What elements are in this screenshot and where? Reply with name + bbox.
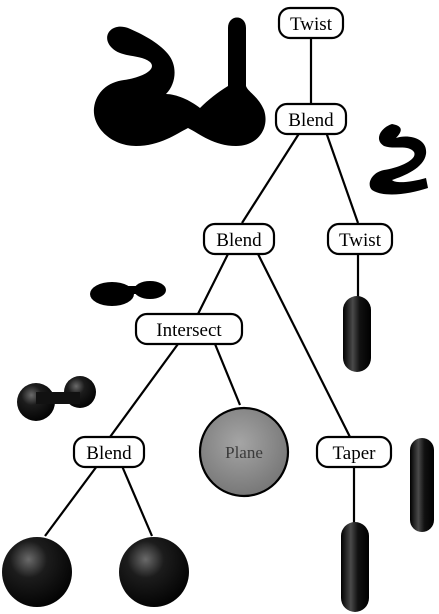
capsule-icon	[343, 296, 371, 372]
node-blend-mid-label: Blend	[216, 230, 262, 251]
node-blend-top: Blend	[274, 102, 348, 136]
edge-intersect-blend	[109, 343, 179, 438]
node-plane: Plane	[198, 406, 290, 498]
node-plane-label: Plane	[225, 443, 263, 462]
node-twist-root-label: Twist	[290, 14, 333, 35]
capsule-icon	[341, 522, 369, 612]
edge-blend-sphere-left	[44, 465, 98, 537]
node-blend-low: Blend	[72, 435, 146, 469]
node-taper-label: Taper	[333, 443, 377, 464]
node-blend-mid: Blend	[202, 222, 276, 256]
node-twist-right-label: Twist	[339, 230, 382, 251]
black-blend-shape-icon	[93, 17, 266, 146]
edge-blend-blend	[241, 131, 301, 224]
node-twist-root: Twist	[277, 6, 345, 40]
edge-blend-twist	[324, 131, 360, 224]
tree-edges	[44, 38, 360, 537]
two-sphere-shape-icon	[17, 376, 96, 421]
edge-intersect-plane	[213, 343, 242, 406]
node-intersect-label: Intersect	[156, 320, 222, 341]
edge-blend-sphere-right	[120, 465, 154, 537]
twisted-s-shape-icon	[369, 124, 428, 195]
node-twist-right: Twist	[326, 222, 394, 256]
tall-capsule-shape-icon	[410, 438, 434, 532]
sphere-icon	[2, 537, 72, 607]
node-blend-top-label: Blend	[288, 110, 334, 131]
dumbbell-shape-icon	[90, 281, 166, 306]
edge-blend-taper	[257, 253, 351, 438]
node-intersect: Intersect	[134, 312, 244, 346]
sphere-icon	[119, 537, 189, 607]
node-blend-low-label: Blend	[86, 443, 132, 464]
edge-blend-intersect	[197, 253, 229, 315]
node-taper: Taper	[315, 435, 393, 469]
